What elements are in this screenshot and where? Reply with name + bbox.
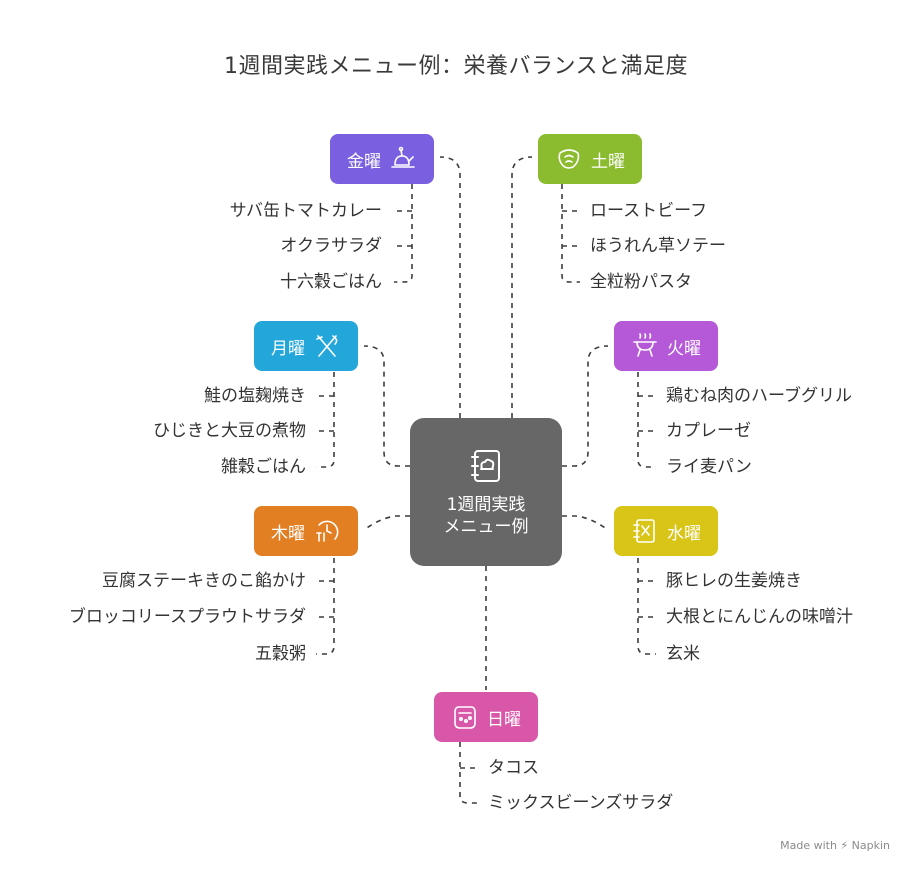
menu-item: ミックスビーンズサラダ — [488, 793, 674, 813]
day-label: 土曜 — [591, 151, 625, 172]
day-node-tuesday: 火曜 — [614, 321, 718, 371]
menu-item: サバ缶トマトカレー — [229, 201, 382, 221]
day-node-monday: 月曜 — [254, 321, 358, 371]
day-label: 金曜 — [347, 151, 381, 172]
menu-item: オクラサラダ — [280, 236, 382, 256]
menu-item: 雑穀ごはん — [221, 457, 306, 477]
center-title-line1: 1週間実践 — [446, 495, 526, 515]
day-node-friday: 金曜 — [330, 134, 434, 184]
menu-item: 豚ヒレの生姜焼き — [666, 571, 802, 591]
menu-item: 豆腐ステーキきのこ餡かけ — [102, 571, 306, 591]
menu-item: 玄米 — [666, 644, 700, 664]
footer-credit: Made with ⚡ Napkin — [780, 839, 890, 852]
menu-item: ブロッコリースプラウトサラダ — [68, 607, 306, 627]
diagram-title: 1週間実践メニュー例：栄養バランスと満足度 — [223, 54, 689, 79]
meat-icon — [555, 145, 583, 173]
day-label: 月曜 — [271, 338, 305, 359]
day-node-thursday: 木曜 — [254, 506, 358, 556]
taco-icon — [451, 703, 479, 731]
menu-book-icon — [631, 517, 659, 545]
menu-item: 十六穀ごはん — [280, 272, 382, 292]
fork-knife-icon — [313, 332, 341, 360]
menu-item: ひじきと大豆の煮物 — [153, 421, 306, 441]
center-node: 1週間実践 メニュー例 — [410, 418, 562, 566]
meal-time-icon — [313, 517, 341, 545]
menu-item: カプレーゼ — [666, 421, 751, 441]
menu-item: 五穀粥 — [255, 644, 306, 664]
menu-item: 鮭の塩麹焼き — [204, 386, 306, 406]
day-label: 木曜 — [271, 523, 305, 544]
menu-item: ローストビーフ — [590, 201, 708, 221]
roast-chicken-icon — [389, 145, 417, 173]
day-node-sunday: 日曜 — [434, 692, 538, 742]
menu-item: 大根とにんじんの味噌汁 — [666, 607, 853, 627]
menu-item: 鶏むね肉のハーブグリル — [666, 386, 852, 406]
menu-item: 全粒粉パスタ — [590, 272, 692, 292]
recipe-book-icon — [466, 446, 506, 486]
menu-item: ライ麦パン — [666, 457, 752, 477]
day-label: 水曜 — [667, 523, 701, 544]
day-label: 火曜 — [667, 338, 701, 359]
day-node-wednesday: 水曜 — [614, 506, 718, 556]
grill-icon — [631, 332, 659, 360]
menu-item: タコス — [488, 758, 539, 778]
menu-item: ほうれん草ソテー — [590, 236, 726, 256]
center-title-line2: メニュー例 — [443, 517, 529, 537]
day-node-saturday: 土曜 — [538, 134, 642, 184]
day-label: 日曜 — [487, 709, 521, 730]
